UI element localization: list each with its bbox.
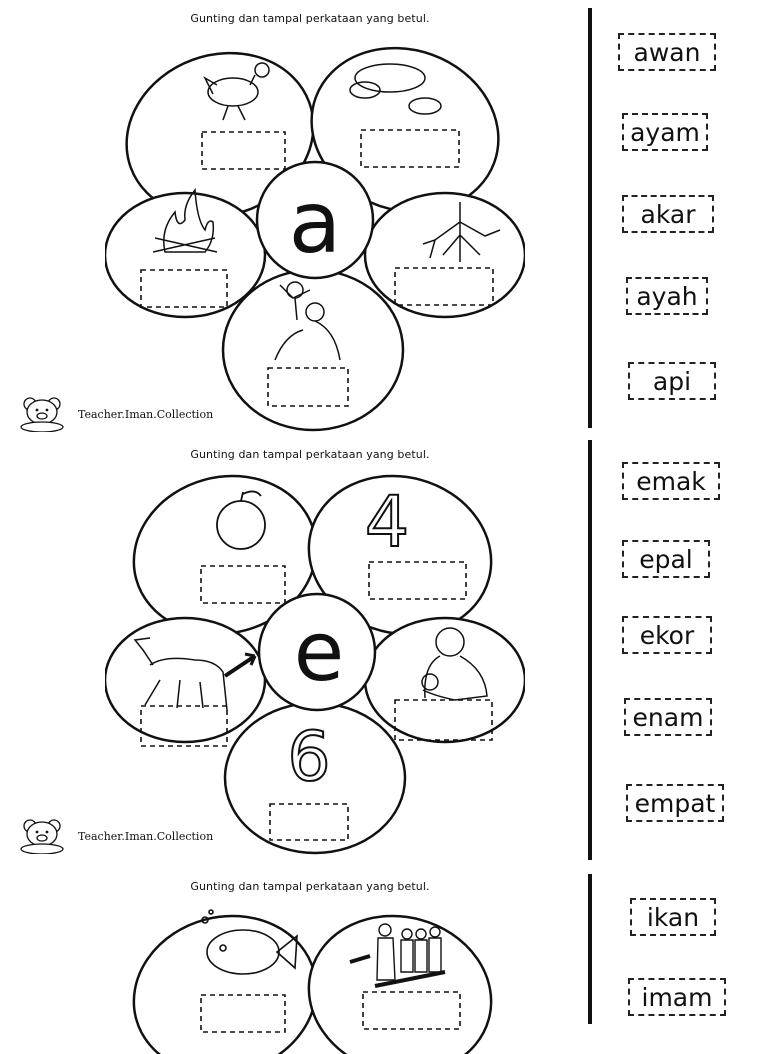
petal-top-left [132,914,318,1054]
word-card-akar[interactable]: akar [622,195,714,233]
word-card-ayah[interactable]: ayah [626,277,708,315]
answer-box-1[interactable] [201,131,286,170]
number-four-icon: 4 [365,481,410,563]
petal-left [105,616,267,744]
word-card-ayam[interactable]: ayam [622,113,708,151]
flower-a: a [105,46,525,432]
petal-top-left [125,51,315,219]
chicken-icon [203,62,270,121]
petal-left [105,191,267,319]
petal-top-right [307,914,493,1054]
instruction-text: Gunting dan tampal perkataan yang betul. [190,880,430,893]
teddy-bear-icon [20,819,64,854]
teddy-bear-icon [20,397,64,432]
answer-box-4[interactable] [394,267,494,306]
column-divider [588,8,592,428]
apple-icon [216,490,266,550]
worksheet-section-e: Gunting dan tampal perkataan yang betul.… [0,440,768,870]
brand-text: Teacher.Iman.Collection [78,407,214,421]
petal-right [363,191,525,319]
brand-footer: Teacher.Iman.Collection [14,818,213,854]
worksheet-section-i: Gunting dan tampal perkataan yang betul.… [0,870,768,1054]
instruction-text: Gunting dan tampal perkataan yang betul. [190,12,430,25]
answer-box-2[interactable] [368,561,467,600]
flower-center [255,160,375,280]
horse-tail-icon [133,637,257,711]
answer-box-5[interactable] [269,803,349,841]
word-card-imam[interactable]: imam [628,978,726,1016]
word-card-empat[interactable]: empat [626,784,724,822]
fish-icon [201,909,298,975]
word-card-api[interactable]: api [628,362,716,400]
father-child-icon [274,281,341,361]
column-divider [588,874,592,1024]
answer-box-5[interactable] [267,367,349,407]
petal-top-right [307,474,493,636]
center-letter: e [294,605,344,700]
answer-box-4[interactable] [394,699,493,741]
flower-i [132,909,493,1054]
number-six-icon: 6 [287,718,330,797]
answer-box-3[interactable] [140,269,228,308]
petal-top-right [310,46,500,214]
word-card-ekor[interactable]: ekor [622,616,712,654]
word-card-awan[interactable]: awan [618,33,716,71]
word-card-ikan[interactable]: ikan [630,898,716,936]
center-letter: a [289,173,342,273]
column-divider [588,440,592,860]
flower-e: e 4 6 [105,474,525,855]
flower-center [257,592,377,712]
answer-box-2[interactable] [360,129,460,168]
root-icon [422,202,501,262]
petal-right [363,616,525,744]
brand-text: Teacher.Iman.Collection [78,829,214,843]
mother-baby-icon [421,627,488,701]
imam-prayer-icon [349,923,446,988]
word-card-emak[interactable]: emak [622,462,720,500]
word-card-epal[interactable]: epal [622,540,710,578]
fire-icon [152,188,218,253]
cloud-icon [349,63,442,115]
worksheet-section-a: Gunting dan tampal perkataan yang betul.… [0,0,768,440]
answer-box-1[interactable] [200,565,286,604]
instruction-text: Gunting dan tampal perkataan yang betul. [190,448,430,461]
word-card-enam[interactable]: enam [624,698,712,736]
brand-footer: Teacher.Iman.Collection [14,396,213,432]
